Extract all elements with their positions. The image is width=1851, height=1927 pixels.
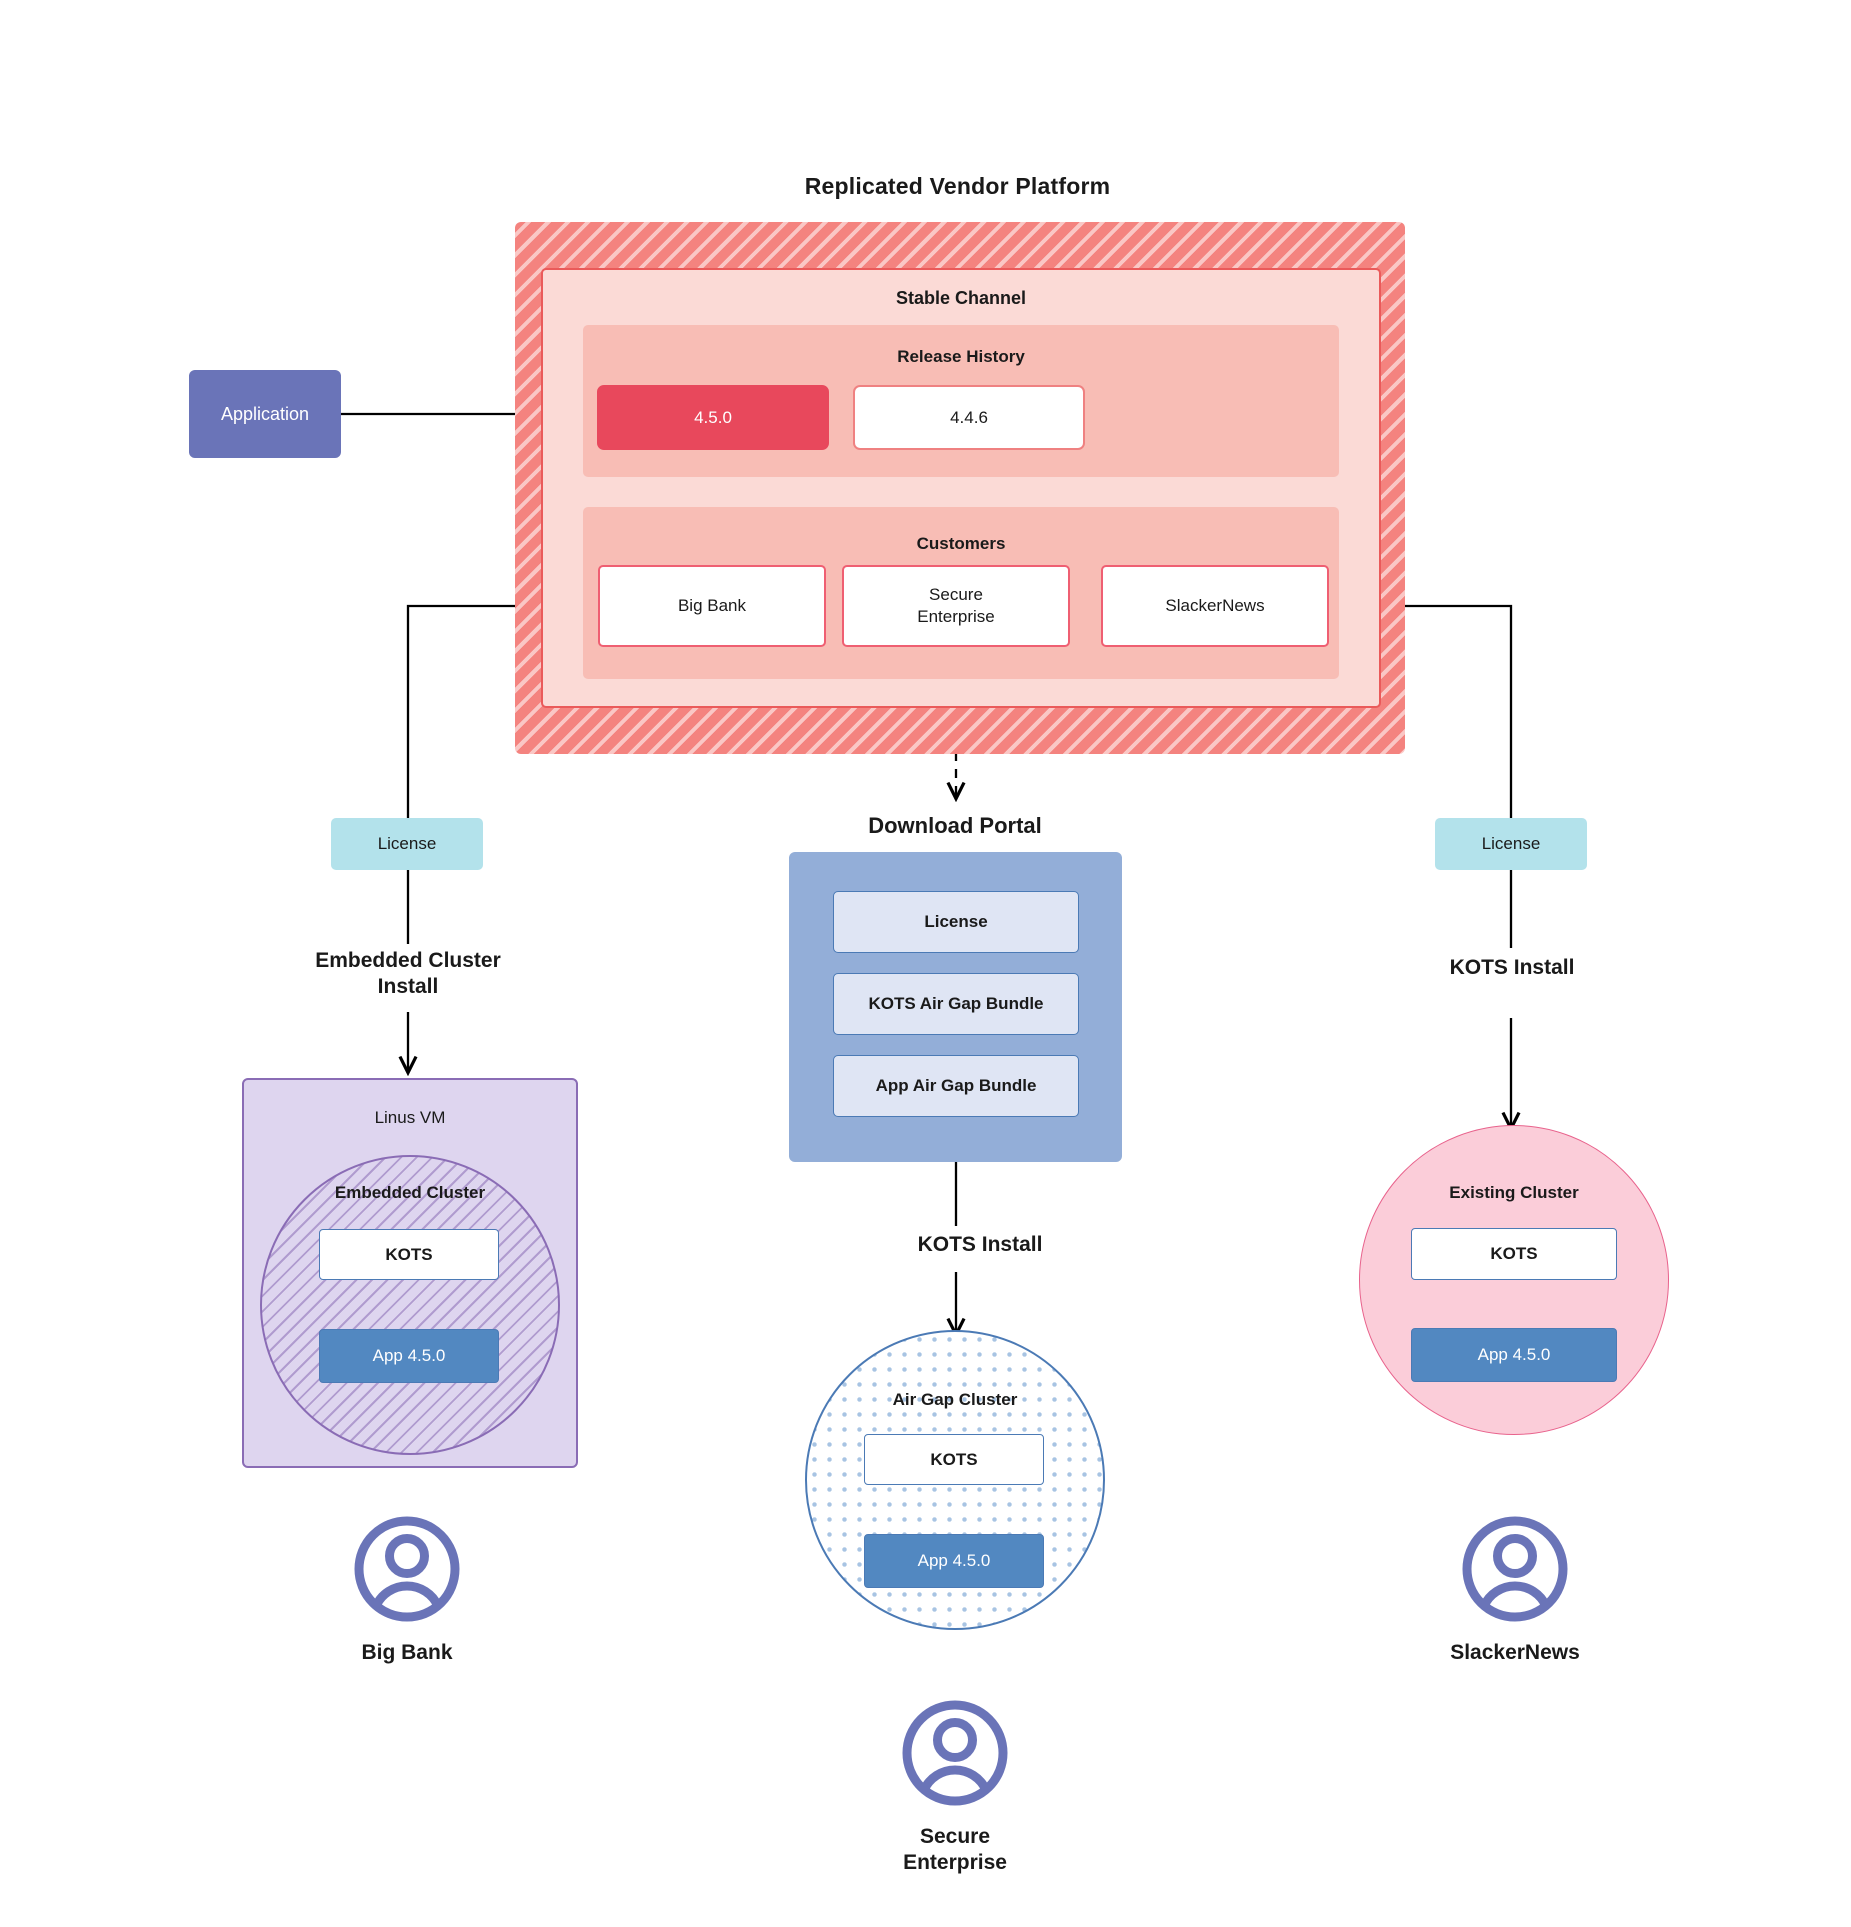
- user-avatar-icon: [354, 1516, 460, 1622]
- license-chip-left[interactable]: License: [331, 818, 483, 870]
- release-card-previous[interactable]: 4.4.6: [853, 385, 1085, 450]
- air-gap-cluster-app-node[interactable]: App 4.5.0: [864, 1534, 1044, 1588]
- customers-title: Customers: [916, 534, 1006, 553]
- release-history-title: Release History: [897, 347, 1025, 366]
- page-title: Replicated Vendor Platform: [804, 173, 1111, 199]
- air-gap-cluster-title: Air Gap Cluster: [892, 1390, 1018, 1409]
- user-avatar-icon: [1462, 1516, 1568, 1622]
- portal-item-app-air-gap-bundle[interactable]: App Air Gap Bundle: [833, 1055, 1079, 1117]
- portal-item-license[interactable]: License: [833, 891, 1079, 953]
- persona-label-big-bank: Big Bank: [361, 1641, 453, 1664]
- existing-cluster-kots-node[interactable]: KOTS: [1411, 1228, 1617, 1280]
- embedded-cluster-circle: [260, 1155, 560, 1455]
- linux-vm-title: Linus VM: [374, 1108, 446, 1127]
- customer-card-big-bank[interactable]: Big Bank: [598, 565, 826, 647]
- persona-label-slackernews: SlackerNews: [1450, 1641, 1580, 1664]
- release-card-current[interactable]: 4.5.0: [597, 385, 829, 450]
- download-portal-title: Download Portal: [868, 813, 1042, 838]
- customer-card-slackernews[interactable]: SlackerNews: [1101, 565, 1329, 647]
- stable-channel-title: Stable Channel: [895, 288, 1027, 308]
- embedded-cluster-kots-node[interactable]: KOTS: [319, 1229, 499, 1280]
- user-avatar-icon: [902, 1700, 1008, 1806]
- air-gap-cluster-kots-node[interactable]: KOTS: [864, 1434, 1044, 1485]
- portal-item-kots-air-gap-bundle[interactable]: KOTS Air Gap Bundle: [833, 973, 1079, 1035]
- license-chip-right[interactable]: License: [1435, 818, 1587, 870]
- edge-label-kots-install-right: KOTS Install: [1449, 956, 1575, 979]
- edge-label-kots-install-middle: KOTS Install: [917, 1233, 1043, 1256]
- application-node[interactable]: Application: [189, 370, 341, 458]
- embedded-cluster-app-node[interactable]: App 4.5.0: [319, 1329, 499, 1383]
- embedded-cluster-title: Embedded Cluster: [334, 1183, 486, 1202]
- existing-cluster-title: Existing Cluster: [1449, 1183, 1579, 1202]
- existing-cluster-circle: [1359, 1125, 1669, 1435]
- existing-cluster-app-node[interactable]: App 4.5.0: [1411, 1328, 1617, 1382]
